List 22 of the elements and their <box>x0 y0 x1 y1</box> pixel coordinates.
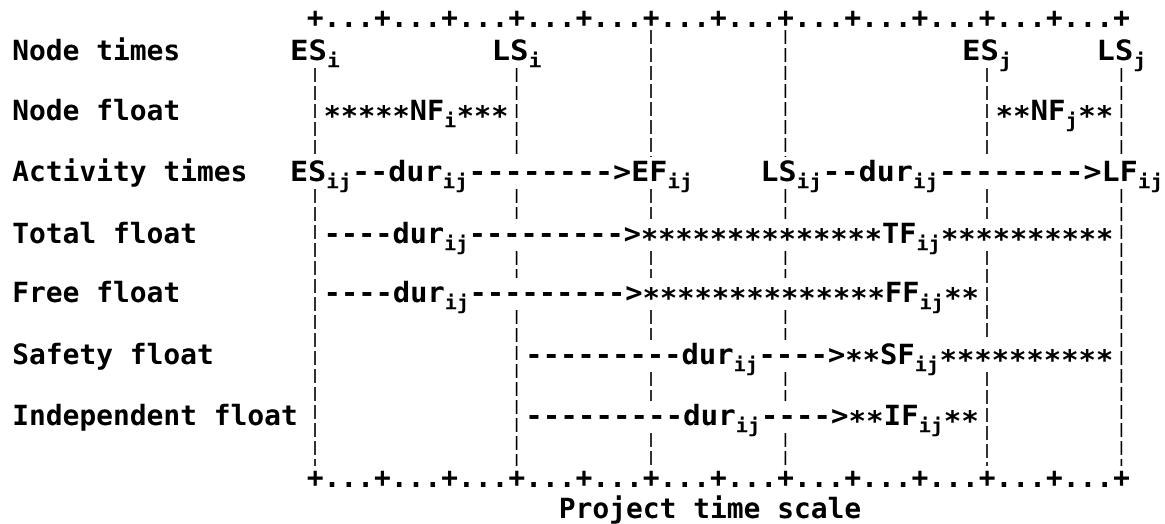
row-label: Free float <box>14 280 178 303</box>
row-label: Node times <box>13 37 178 61</box>
time-label: ES$_{j}$ <box>964 39 1008 72</box>
scale-ruler: +...+...+...+...+...+...+...+...+...+...+...+...+ <box>307 10 1129 27</box>
timeline-text: ---------dur$_{ij}$---->∗∗SF$_{ij}$∗∗∗∗∗∗∗∗∗∗ <box>529 342 1112 376</box>
time-label: ES$_{i}$ <box>292 39 340 68</box>
float-text: ∗∗NF$_{j}$∗∗ <box>997 99 1112 132</box>
row-label: Activity times <box>12 158 246 187</box>
float-text: ∗∗∗∗∗NF$_{i}$∗∗∗ <box>325 99 507 128</box>
time-label: LS$_{j}$ <box>1099 39 1143 72</box>
row-label: Node float <box>13 98 178 121</box>
timeline-text: ES$_{ij}$--dur$_{ij}$-------->EF$_{ij}$ <box>292 159 689 193</box>
time-label: LS$_{i}$ <box>495 39 541 68</box>
timeline-text: ----dur$_{ij}$--------->∗∗∗∗∗∗∗∗∗∗∗∗∗∗FF$_{ij}$∗∗ <box>327 280 978 314</box>
row-label: Independent float <box>14 403 296 431</box>
row-label: Total float <box>13 221 195 244</box>
timeline-text: ---------dur$_{ij}$---->∗∗IF$_{ij}$∗∗ <box>529 403 978 437</box>
scale-ruler: +...+...+...+...+...+...+...+...+...+...+...+...+ <box>307 470 1129 487</box>
timeline-text: ----dur$_{ij}$--------->∗∗∗∗∗∗∗∗∗∗∗∗∗∗TF$_{ij}$∗∗∗∗∗∗∗∗∗∗ <box>327 221 1112 255</box>
row-label: Safety float <box>13 342 212 370</box>
timeline-text: LS$_{ij}$--dur$_{ij}$-------->LF$_{ij}$ <box>763 159 1160 193</box>
axis-title: Project time scale <box>561 495 861 524</box>
